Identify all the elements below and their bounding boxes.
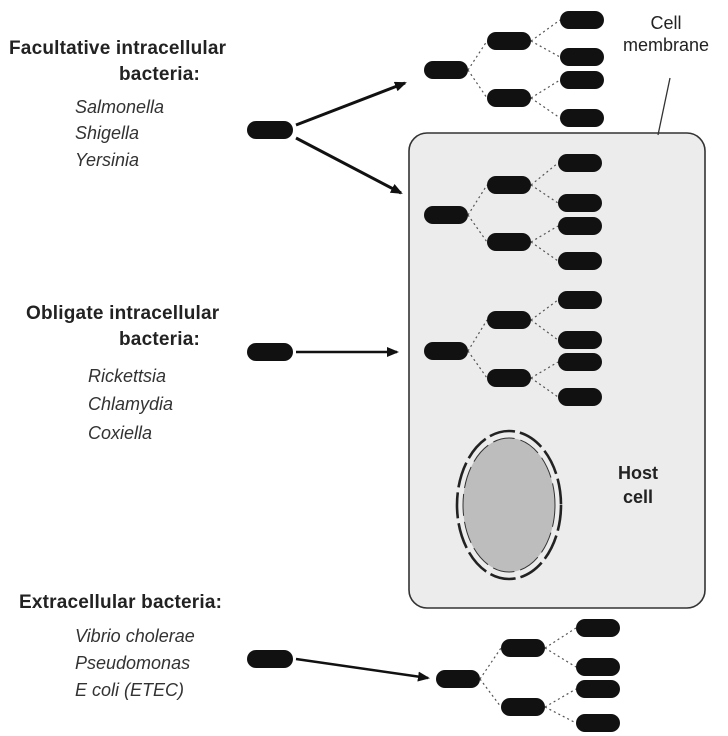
division-line [468, 41, 487, 70]
division-line [531, 41, 560, 57]
bacterium [558, 154, 602, 172]
extracellular-arrow [296, 659, 428, 678]
bacterium [487, 89, 531, 107]
division-line [468, 70, 487, 98]
bacterium [487, 369, 531, 387]
obligate-species-2: Chlamydia [88, 394, 173, 415]
facultative-species-2: Shigella [75, 123, 139, 144]
division-line [531, 98, 560, 118]
bacterium [501, 698, 545, 716]
bacterium [501, 639, 545, 657]
division-line [545, 689, 576, 707]
facultative-species-3: Yersinia [75, 150, 139, 171]
bacterium [247, 650, 293, 668]
facultative-heading-line2: bacteria: [119, 64, 200, 86]
bacterium [560, 71, 604, 89]
bacterium [424, 206, 468, 224]
division-line [531, 80, 560, 98]
obligate-species-1: Rickettsia [88, 366, 166, 387]
cell-membrane-label-line1: Cell [616, 12, 716, 34]
division-line [545, 648, 576, 667]
bacterium [487, 176, 531, 194]
bacterium [558, 388, 602, 406]
facultative-arrow-outside [296, 83, 405, 125]
bacterium [558, 217, 602, 235]
obligate-heading-line1: Obligate intracellular [26, 303, 219, 325]
bacterium [424, 61, 468, 79]
extracellular-species-3: E coli (ETEC) [75, 680, 184, 701]
bacterium [487, 311, 531, 329]
bacterium [436, 670, 480, 688]
obligate-species-3: Coxiella [88, 423, 152, 444]
bacterium [424, 342, 468, 360]
facultative-arrow-inside [296, 138, 401, 193]
bacterium [576, 714, 620, 732]
bacterium [558, 194, 602, 212]
cell-membrane-pointer [658, 78, 670, 135]
bacterium [487, 32, 531, 50]
host-cell-label-line2: cell [603, 485, 673, 509]
bacterium [558, 331, 602, 349]
cell-membrane-label-line2: membrane [616, 34, 716, 56]
bacterium [560, 11, 604, 29]
bacterium [558, 353, 602, 371]
facultative-species-1: Salmonella [75, 97, 164, 118]
division-line [480, 648, 501, 679]
host-cell-label: Host cell [603, 461, 673, 509]
bacterium [576, 658, 620, 676]
host-cell-label-line1: Host [603, 461, 673, 485]
division-line [531, 20, 560, 41]
bacterium [558, 291, 602, 309]
obligate-heading-line2: bacteria: [119, 329, 200, 351]
bacterium [247, 121, 293, 139]
cell-membrane-label: Cell membrane [616, 12, 716, 56]
extracellular-species-1: Vibrio cholerae [75, 626, 195, 647]
bacterium [560, 109, 604, 127]
bacterium [487, 233, 531, 251]
bacterium [560, 48, 604, 66]
bacterium [576, 680, 620, 698]
extracellular-heading: Extracellular bacteria: [19, 592, 222, 614]
bacterium [247, 343, 293, 361]
bacterium [576, 619, 620, 637]
division-line [545, 707, 576, 723]
facultative-heading-line1: Facultative intracellular [9, 38, 226, 60]
host-cell-nucleus [457, 431, 561, 579]
bacterium [558, 252, 602, 270]
division-line [480, 679, 501, 707]
division-line [545, 628, 576, 648]
extracellular-species-2: Pseudomonas [75, 653, 190, 674]
